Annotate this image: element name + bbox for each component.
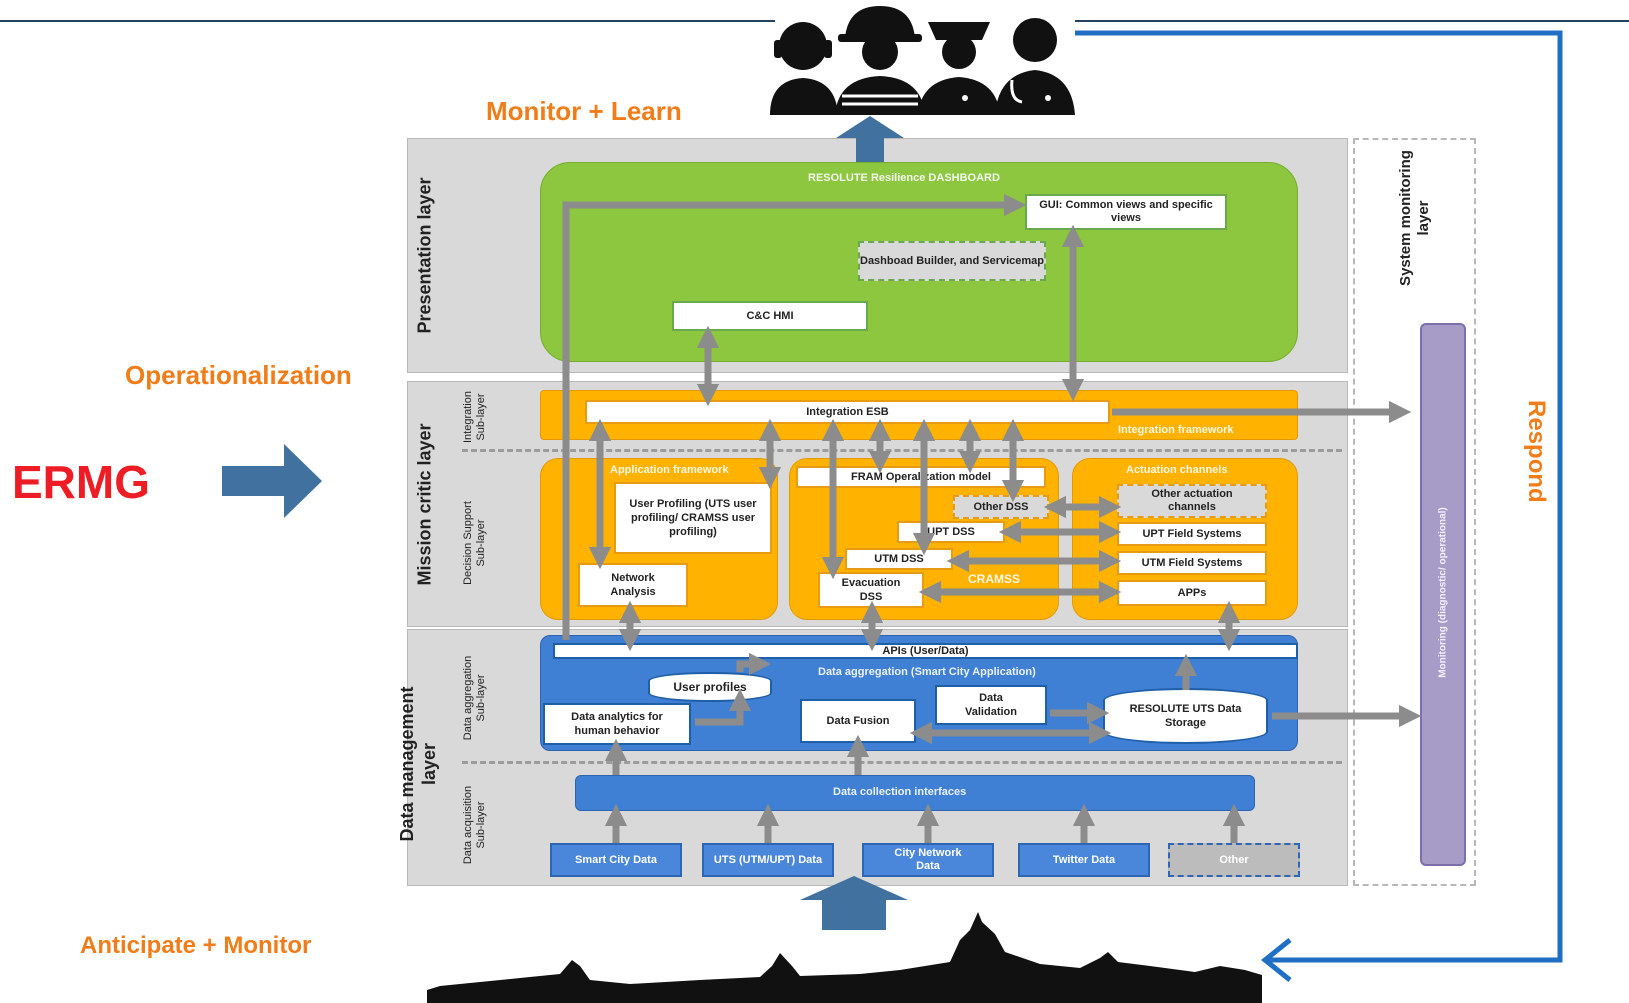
respond-label: Respond — [1523, 400, 1550, 503]
other-actuation-box[interactable]: Other actuation channels — [1117, 484, 1267, 518]
fram-model-box[interactable]: FRAM Operalization model — [796, 466, 1046, 488]
operationalization-label: Operationalization — [125, 360, 352, 390]
upt-field-box[interactable]: UPT Field Systems — [1117, 522, 1267, 546]
ermg-arrow — [222, 444, 322, 518]
cc-hmi-box[interactable]: C&C HMI — [672, 301, 868, 331]
dashboard-title: RESOLUTE Resilience DASHBOARD — [808, 172, 1000, 184]
utm-dss-box[interactable]: UTM DSS — [845, 548, 953, 570]
integration-framework-label: Integration framework — [1118, 424, 1234, 436]
gui-box[interactable]: GUI: Common views and specific views — [1025, 194, 1227, 230]
dashboard-builder-box[interactable]: Dashboad Builder, and Servicemap — [858, 241, 1046, 281]
top-rule-right — [1075, 20, 1629, 22]
uts-data-source[interactable]: UTS (UTM/UPT) Data — [702, 843, 834, 877]
application-framework-label: Application framework — [610, 464, 729, 476]
monitoring-bar-label: Monitoring (diagnostic/ operational) — [1437, 507, 1449, 678]
data-management-layer-title: Data management layer — [397, 686, 439, 842]
ermg-label: ERMG — [12, 456, 150, 508]
other-dss-box[interactable]: Other DSS — [953, 495, 1049, 519]
top-rule — [0, 20, 775, 22]
network-analysis-box[interactable]: Network Analysis — [578, 563, 688, 607]
actuation-channels-label: Actuation channels — [1126, 464, 1228, 476]
data-aggregation-title: Data aggregation (Smart City Application… — [818, 666, 1036, 678]
data-validation-box[interactable]: Data Validation — [935, 685, 1047, 725]
data-aggregation-sublayer-title: Data aggregation Sub-layer — [462, 655, 487, 741]
integration-sublayer-title: Integration Sub-layer — [462, 391, 487, 443]
anticipate-monitor-label: Anticipate + Monitor — [80, 932, 312, 959]
data-fusion-box[interactable]: Data Fusion — [800, 699, 916, 743]
sublayer-divider-1 — [462, 449, 1342, 452]
user-profiles-db[interactable]: User profiles — [648, 672, 772, 702]
data-collection-label: Data collection interfaces — [833, 786, 967, 798]
other-data-source[interactable]: Other — [1168, 843, 1300, 877]
system-monitoring-title: System monitoring layer — [1397, 150, 1432, 286]
cramss-label: CRAMSS — [968, 572, 1021, 586]
data-analytics-box[interactable]: Data analytics for human behavior — [543, 703, 691, 745]
uts-storage-db[interactable]: RESOLUTE UTS Data Storage — [1103, 688, 1268, 744]
twitter-data-source[interactable]: Twitter Data — [1018, 843, 1150, 877]
data-acquisition-sublayer-title: Data acquisition Sub-layer — [462, 785, 487, 865]
integration-esb-box[interactable]: Integration ESB — [585, 400, 1110, 424]
smart-city-data-source[interactable]: Smart City Data — [550, 843, 682, 877]
monitor-learn-label: Monitor + Learn — [486, 96, 682, 126]
sublayer-divider-2 — [462, 761, 1342, 764]
decision-support-sublayer-title: Decision Support Sub-layer — [462, 501, 487, 585]
mission-critic-layer-title: Mission critic layer — [414, 423, 435, 586]
apps-box[interactable]: APPs — [1117, 580, 1267, 606]
city-network-data-source[interactable]: City Network Data — [862, 843, 994, 877]
upt-dss-box[interactable]: UPT DSS — [897, 521, 1005, 543]
evacuation-dss-box[interactable]: Evacuation DSS — [818, 572, 924, 608]
presentation-layer-title: Presentation layer — [414, 177, 435, 334]
utm-field-box[interactable]: UTM Field Systems — [1117, 551, 1267, 575]
user-profiling-box[interactable]: User Profiling (UTS user profiling/ CRAM… — [614, 482, 772, 554]
apis-bar[interactable]: APIs (User/Data) — [553, 643, 1298, 659]
